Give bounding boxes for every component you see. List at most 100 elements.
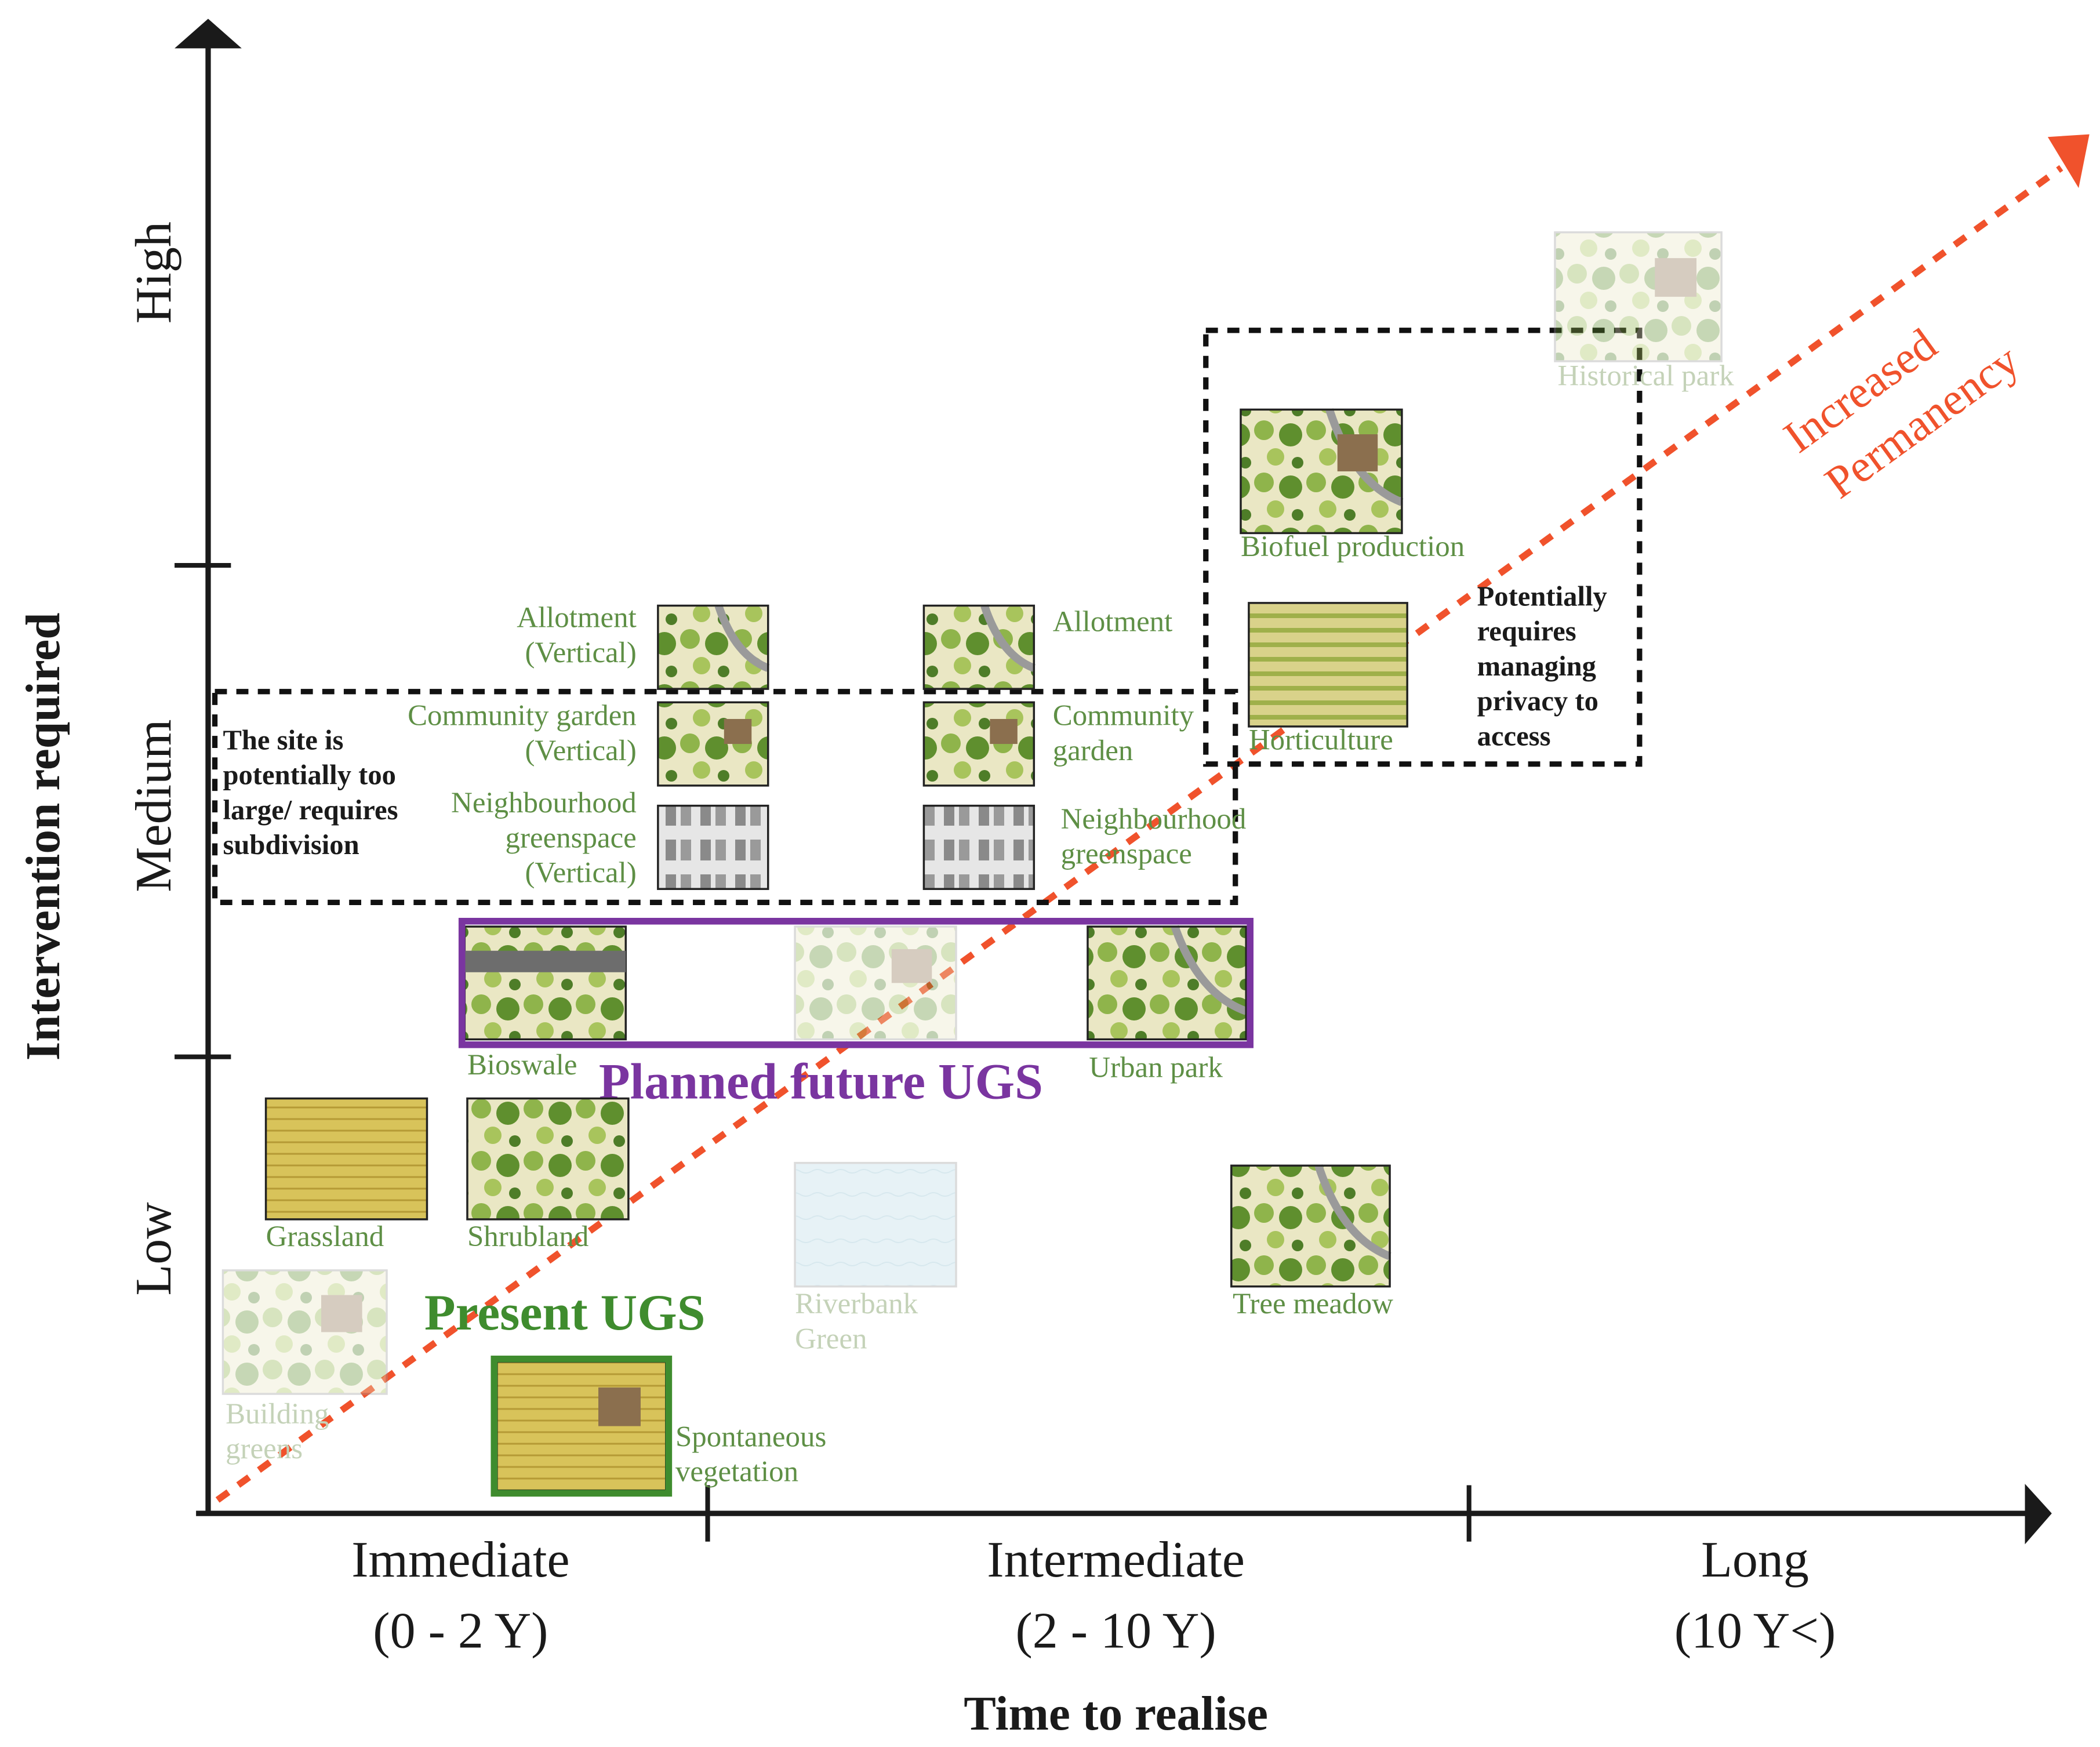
- allotment-label-line: Allotment: [1053, 606, 1173, 638]
- allotment-vertical-thumbnail: [657, 604, 770, 690]
- biofuel-production-thumbnail: [1240, 408, 1404, 535]
- subdivision-note-line: large/ requires: [223, 794, 398, 826]
- historical-park-thumbnail-building: [1655, 258, 1697, 297]
- bioswale-label-line: Bioswale: [467, 1049, 577, 1081]
- neighbourhood-greenspace-vertical-label-line: Neighbourhood: [451, 787, 637, 819]
- y-level-label: High: [126, 221, 182, 324]
- grassland-thumbnail: [264, 1097, 428, 1221]
- building-greens-thumbnail: [221, 1269, 388, 1395]
- neighbourhood-greenspace-thumbnail-frame: [922, 804, 1036, 890]
- x-period-name: Intermediate: [987, 1532, 1245, 1588]
- neighbourhood-greenspace-vertical-thumbnail: [657, 804, 769, 890]
- riverbank-green-thumbnail-image: [795, 1163, 956, 1287]
- building-greens-label-line: greens: [226, 1433, 303, 1465]
- neighbourhood-greenspace-thumbnail: [922, 804, 1036, 890]
- building-greens-thumbnail-building: [321, 1295, 362, 1332]
- allotment-vertical-thumbnail-image: [657, 605, 768, 689]
- x-axis-title: Time to realise: [964, 1687, 1268, 1741]
- shrubland-label-line: Shrubland: [467, 1221, 588, 1253]
- urban-park-label-line: Urban park: [1089, 1051, 1223, 1084]
- historical-park-label-line: Historical park: [1558, 360, 1735, 393]
- grassland-thumbnail-image: [266, 1098, 427, 1219]
- planned-middle-thumbnail-building: [891, 949, 932, 983]
- building-greens-thumbnail-image: [223, 1270, 387, 1394]
- allotment-vertical-label-line: Allotment: [517, 602, 637, 634]
- planned-future-ugs-label: Planned future UGS: [599, 1054, 1043, 1110]
- allotment-thumbnail-road: [980, 604, 1036, 672]
- shrubland-thumbnail: [466, 1097, 630, 1221]
- community-garden-vertical-thumbnail-building: [724, 718, 752, 744]
- historical-park-thumbnail-image: [1554, 232, 1722, 362]
- community-garden-vertical-label-line: Community garden: [408, 700, 637, 732]
- shrubland-thumbnail-frame: [466, 1097, 630, 1221]
- horticulture-thumbnail-image: [1248, 602, 1408, 727]
- community-garden-thumbnail-frame: [922, 701, 1036, 787]
- neighbourhood-greenspace-vertical-thumbnail-image: [657, 805, 768, 889]
- spontaneous-vegetation-thumbnail-image: [496, 1361, 666, 1491]
- x-axis-arrowhead: [2025, 1484, 2052, 1545]
- x-period-name: Immediate: [351, 1532, 569, 1588]
- biofuel-production-thumbnail-frame: [1240, 408, 1403, 535]
- permanency-trend-line: [215, 165, 2063, 1503]
- building-greens-thumbnail-frame: [221, 1269, 388, 1395]
- privacy-note-line: managing: [1477, 651, 1596, 682]
- subdivision-note-line: subdivision: [223, 829, 359, 860]
- tree-meadow-thumbnail-road: [1314, 1164, 1391, 1261]
- neighbourhood-greenspace-label-line: Neighbourhood: [1061, 803, 1247, 836]
- horticulture-thumbnail: [1248, 602, 1408, 728]
- planned-middle-thumbnail-image: [795, 927, 956, 1040]
- y-level-label: Medium: [126, 719, 182, 892]
- tree-meadow-label-line: Tree meadow: [1233, 1288, 1393, 1320]
- permanency-arrowhead: [2047, 134, 2090, 188]
- urban-park-thumbnail-image: [1087, 927, 1247, 1040]
- riverbank-green-label-line: Green: [795, 1323, 867, 1355]
- planned-middle-thumbnail-frame: [794, 925, 957, 1041]
- privacy-note-line: access: [1477, 720, 1551, 751]
- allotment-vertical-thumbnail-frame: [657, 604, 769, 690]
- tree-meadow-thumbnail: [1230, 1164, 1391, 1288]
- y-level-label: Low: [126, 1202, 182, 1296]
- community-garden-thumbnail-building: [990, 718, 1018, 744]
- neighbourhood-greenspace-vertical-label-line: greenspace: [506, 822, 637, 854]
- spontaneous-vegetation-thumbnail: [496, 1360, 667, 1492]
- present-ugs-frame: [491, 1356, 673, 1497]
- riverbank-green-label-line: Riverbank: [795, 1288, 918, 1320]
- planned-future-ugs-frame: [458, 917, 1254, 1048]
- planned-middle-thumbnail: [794, 925, 957, 1041]
- x-period-range: (10 Y<): [1674, 1603, 1836, 1659]
- x-period-range: (0 - 2 Y): [373, 1603, 548, 1659]
- riverbank-green-thumbnail-frame: [794, 1161, 957, 1288]
- subdivision-note-line: The site is: [223, 724, 343, 756]
- spontaneous-vegetation-label-line: vegetation: [675, 1456, 798, 1488]
- y-axis-arrowhead: [175, 19, 242, 49]
- bioswale-thumbnail: [463, 925, 627, 1041]
- community-garden-label-line: Community: [1053, 700, 1194, 732]
- biofuel-production-label-line: Biofuel production: [1241, 531, 1465, 563]
- community-garden-label-line: garden: [1053, 735, 1133, 767]
- subdivision-dashed-box: [212, 689, 1238, 905]
- historical-park-thumbnail: [1554, 231, 1723, 362]
- privacy-note-line: Potentially: [1477, 581, 1607, 612]
- horticulture-label-line: Horticulture: [1249, 724, 1393, 756]
- allotment-vertical-label-line: (Vertical): [525, 637, 636, 669]
- urban-park-thumbnail: [1087, 925, 1248, 1041]
- urban-park-thumbnail-frame: [1087, 925, 1247, 1041]
- grassland-label-line: Grassland: [266, 1221, 384, 1253]
- neighbourhood-greenspace-label-line: greenspace: [1061, 838, 1192, 870]
- bioswale-thumbnail-image: [464, 927, 626, 1040]
- privacy-note-line: privacy to: [1477, 685, 1598, 717]
- spontaneous-vegetation-label-line: Spontaneous: [675, 1421, 826, 1453]
- neighbourhood-greenspace-vertical-label-line: (Vertical): [525, 857, 636, 889]
- allotment-thumbnail-frame: [922, 604, 1036, 690]
- historical-park-thumbnail-frame: [1554, 231, 1723, 362]
- subdivision-note-line: potentially too: [223, 760, 396, 791]
- tree-meadow-thumbnail-image: [1231, 1165, 1390, 1287]
- spontaneous-vegetation-thumbnail-building: [598, 1387, 641, 1426]
- biofuel-production-thumbnail-building: [1337, 434, 1378, 471]
- grassland-thumbnail-frame: [264, 1097, 428, 1221]
- privacy-note-line: requires: [1477, 616, 1576, 647]
- privacy-dashed-box: [1203, 328, 1643, 767]
- building-greens-label-line: Building: [226, 1398, 329, 1430]
